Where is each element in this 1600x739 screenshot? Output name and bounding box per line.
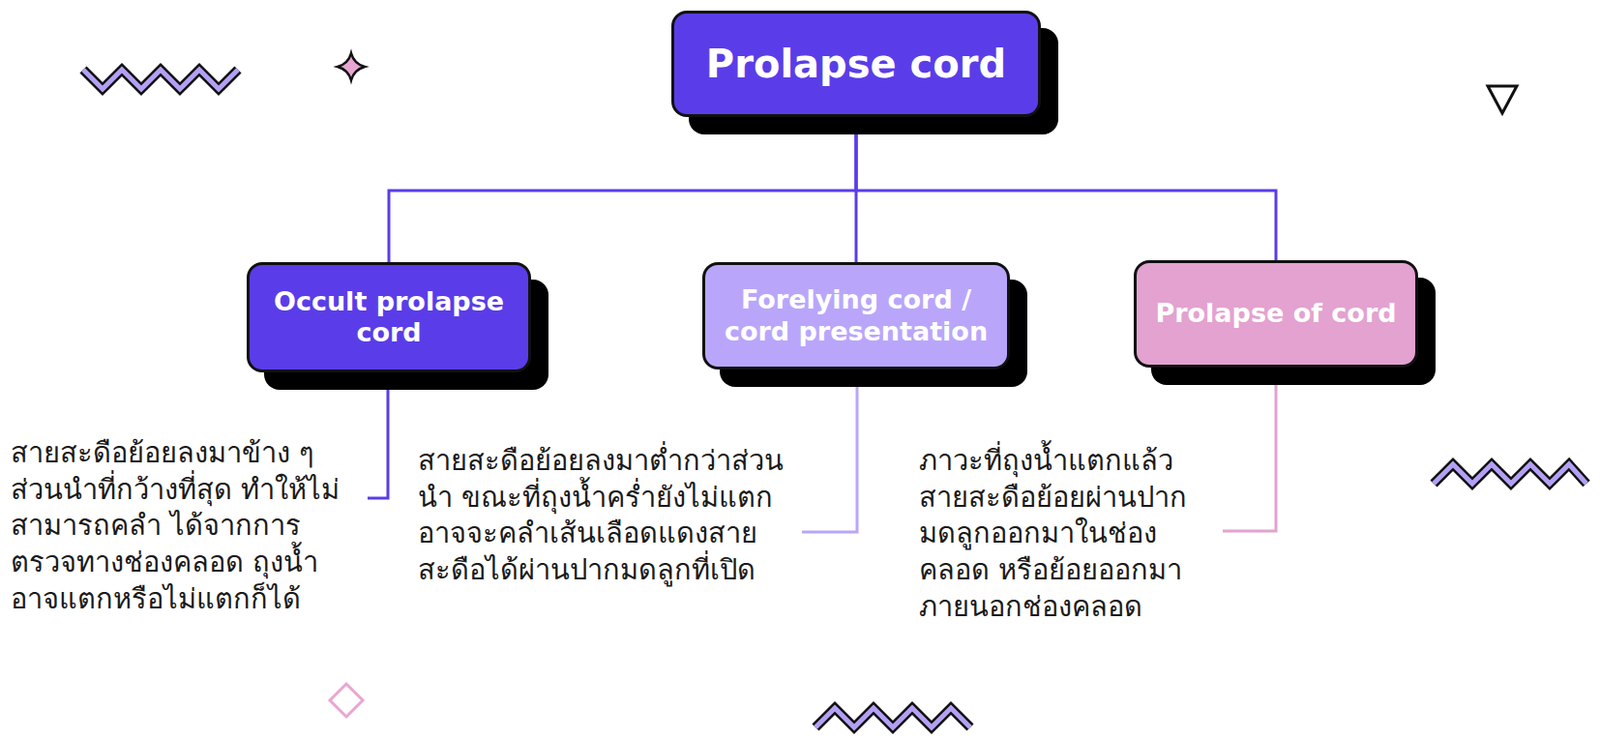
tree-connector (856, 117, 1276, 261)
leader-line (1222, 371, 1276, 532)
zigzag (83, 69, 238, 89)
description-text: ภาวะที่ถุงน้ำแตกแล้ว สายสะดือย้อยผ่านปาก… (918, 443, 1205, 625)
box-title: Prolapse of cord (1155, 297, 1396, 329)
zigzag (83, 69, 238, 89)
description-text: สายสะดือย้อยลงมาข้าง ๆ ส่วนนำที่กว้างที่… (10, 435, 355, 618)
leader-line (367, 373, 388, 499)
leader-line (801, 371, 858, 533)
zigzag (815, 708, 971, 728)
zigzag (815, 708, 971, 728)
tree-connector (388, 117, 857, 263)
triangle (1487, 86, 1517, 114)
box-title: Forelying cord / cord presentation (718, 284, 994, 348)
process-box: Prolapse of cord (1133, 260, 1419, 368)
process-box: Forelying cord / cord presentation (702, 262, 1010, 370)
process-box: Prolapse cord (671, 10, 1041, 118)
zigzag (1433, 464, 1587, 484)
star (337, 53, 365, 81)
box-title: Prolapse cord (706, 40, 1007, 88)
description-text: สายสะดือย้อยลงมาต่ำกว่าส่วนนำ ขณะที่ถุงน… (417, 443, 791, 590)
diamond (329, 683, 363, 717)
zigzag (1433, 464, 1587, 484)
process-box: Occult prolapse cord (246, 262, 532, 373)
box-title: Occult prolapse cord (263, 286, 515, 350)
